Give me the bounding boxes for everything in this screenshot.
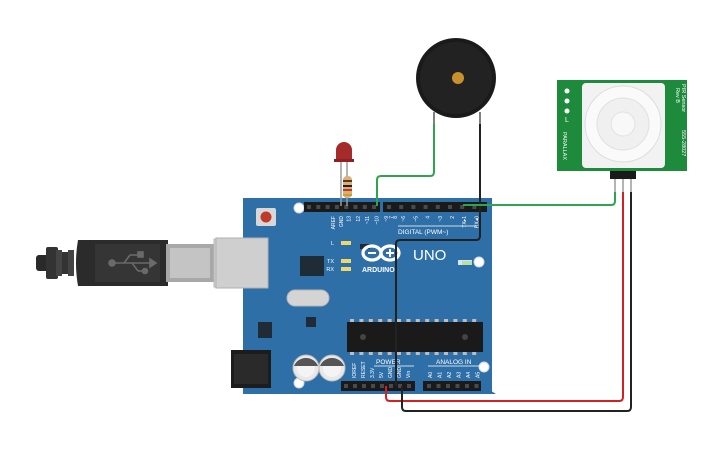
usb-symbol-icon [108, 251, 158, 275]
digital-pin-label: 4 [426, 216, 432, 219]
pir-mode-letter: L [565, 117, 569, 124]
capacitor-2 [318, 354, 346, 382]
analog-pin-label: A5 [476, 372, 482, 378]
pir-sensor: L PIR Sensor Rev B 555-28027 PARALLAX [557, 80, 687, 192]
analog-pin-label: A3 [457, 372, 463, 378]
capacitor-1 [292, 354, 320, 382]
digital-pin-label: 7 [389, 216, 395, 219]
pir-side-text: PIR Sensor [680, 84, 686, 112]
power-analog-header [341, 381, 481, 391]
pir-rev-text: Rev B [674, 88, 680, 103]
digital-pin-label: ~9 [384, 216, 390, 222]
resistor [343, 172, 352, 206]
digital-header [304, 202, 487, 212]
wire-buzzer-to-gnd [395, 124, 481, 386]
led-label-on: ON [475, 261, 483, 267]
digital-pin-label: 12 [356, 216, 362, 222]
pir-part-text: 555-28027 [680, 130, 686, 156]
analog-pin-label: A1 [438, 372, 444, 378]
power-pin-label: RESET [361, 361, 367, 378]
arduino-infinity-logo-icon [361, 244, 401, 262]
pir-brand-text: PARALLAX [561, 132, 567, 160]
power-pin-label: 3.3V [370, 367, 376, 378]
led-label-rx: RX [326, 267, 334, 273]
pir-dome [582, 83, 665, 168]
analog-pin-label: A4 [466, 372, 472, 378]
digital-pin-label: ~11 [365, 216, 371, 224]
power-header-label: POWER [376, 359, 401, 366]
wire-buzzer-to-pin10 [376, 124, 435, 206]
dc-power-jack [231, 350, 271, 388]
led-label-l: L [331, 241, 334, 247]
board-brand: ARDUINO [362, 267, 395, 274]
wire-pir-out-to-pin2 [463, 192, 616, 206]
digital-pin-label: ~6 [401, 216, 407, 222]
digital-pin-label: ~5 [413, 216, 419, 222]
power-pin-label: Vin [406, 371, 412, 378]
digital-pin-label: GND [339, 216, 345, 228]
power-pin-label: IOREF [352, 363, 358, 378]
wire-pir-gnd-to-gnd [401, 192, 632, 412]
power-pin-label: 5V [379, 371, 385, 378]
digital-pin-label: ~3 [438, 216, 444, 222]
analog-pin-label: A0 [428, 372, 434, 378]
digital-pin-label: TX▸1 [462, 216, 468, 228]
atmega-chip [347, 319, 483, 355]
digital-header-label: DIGITAL (PWM~) [398, 229, 448, 236]
piezo-buzzer [416, 38, 496, 124]
digital-pin-label: ~10 [375, 216, 381, 225]
red-led [334, 142, 354, 206]
led-label-tx: TX [327, 259, 334, 265]
power-pin-label: GND [388, 367, 394, 379]
reset-button[interactable] [256, 208, 276, 226]
digital-pin-label: 13 [347, 216, 353, 222]
analog-pin-label: A2 [447, 372, 453, 378]
analog-header-label: ANALOG IN [436, 359, 472, 366]
board-name: UNO [413, 247, 446, 264]
power-pin-label: GND [397, 367, 403, 379]
digital-pin-label: 8 [393, 216, 399, 219]
digital-pin-label: RX◂0 [474, 216, 480, 228]
wire-pir-vcc-to-5v [385, 192, 624, 402]
digital-pin-label: AREF [331, 216, 337, 229]
digital-pin-label: 2 [450, 216, 456, 219]
